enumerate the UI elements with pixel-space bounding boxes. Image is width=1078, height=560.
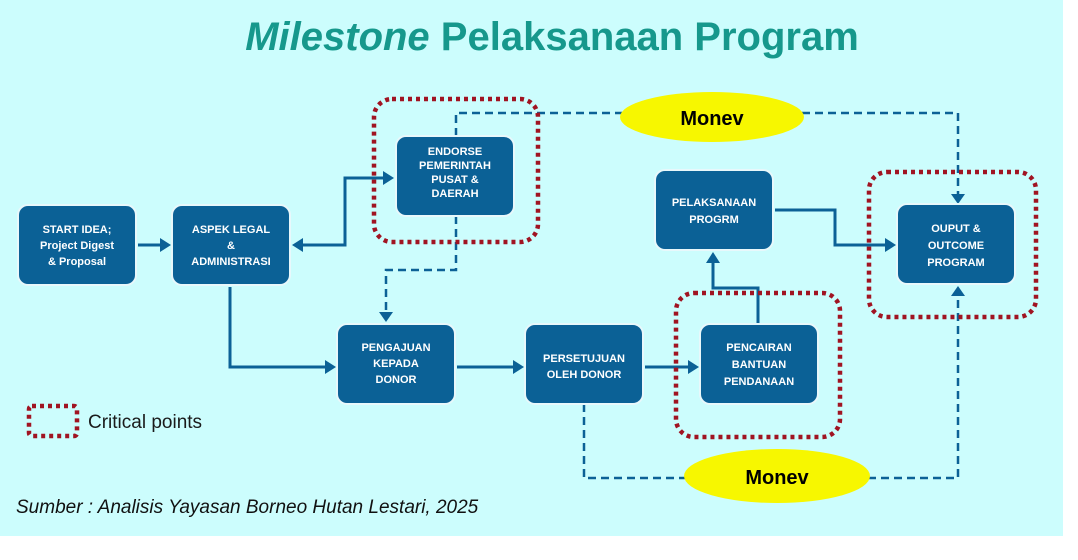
svg-text:ASPEK LEGAL&ADMINISTRASI: ASPEK LEGAL&ADMINISTRASI (191, 224, 270, 268)
monev-top: Monev (620, 92, 804, 142)
critical-outline-endorse (371, 96, 541, 245)
svg-text:START IDEA;Project Digest& Pro: START IDEA;Project Digest& Proposal (40, 224, 114, 268)
legend-label: Critical points (88, 412, 202, 433)
node-aspek-legal: ASPEK LEGAL&ADMINISTRASI (171, 204, 291, 286)
arrowhead-icon (951, 194, 965, 204)
monev-bottom: Monev (684, 449, 870, 503)
critical-outline-pencairan (673, 290, 843, 440)
legend-critical-swatch (26, 403, 80, 439)
arrowhead-icon (379, 312, 393, 322)
critical-outline-output (866, 169, 1039, 320)
arrowhead-icon (951, 286, 965, 296)
source-note: Sumber : Analisis Yayasan Borneo Hutan L… (16, 497, 479, 518)
page-title: Milestone Pelaksanaan Program (245, 15, 859, 59)
svg-text:Monev: Monev (745, 467, 809, 489)
legend: Critical points (26, 403, 202, 439)
node-start: START IDEA;Project Digest& Proposal (17, 204, 137, 286)
flow-arrows (138, 171, 896, 374)
svg-text:Monev: Monev (680, 108, 744, 130)
